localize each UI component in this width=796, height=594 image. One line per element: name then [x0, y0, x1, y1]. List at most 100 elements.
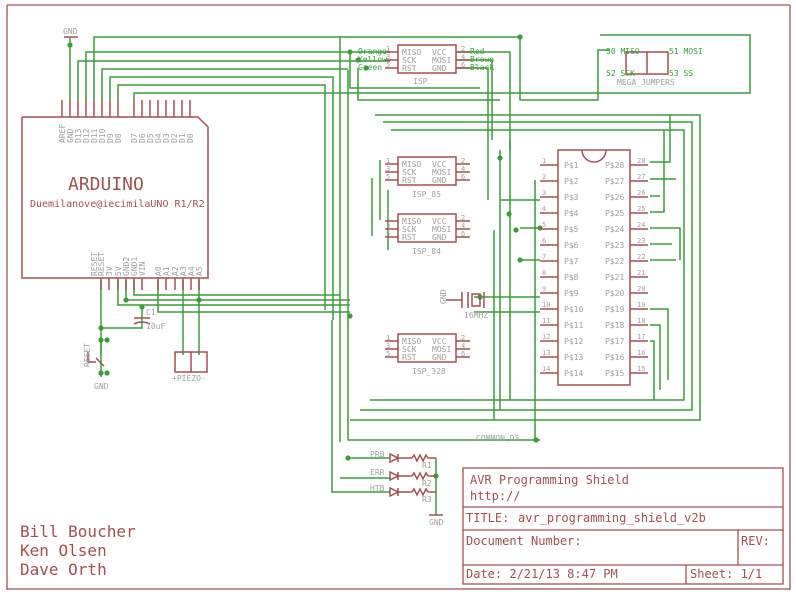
arduino-pin-label: D13	[74, 128, 83, 143]
reset-button[interactable]: RESET GND	[83, 343, 109, 391]
socket-pin-num: 3	[386, 222, 390, 230]
arduino-pin-label: D8	[114, 133, 123, 143]
isp-wire-color: Green	[358, 63, 382, 72]
dip-pin-label: P$9	[564, 289, 579, 298]
dip-pin-label: P$14	[564, 369, 583, 378]
isp-wire-color: Yellow	[358, 55, 387, 64]
dip-pin-num: 2	[542, 173, 546, 181]
socket-pin-num: 1	[386, 214, 390, 222]
isp-pin-label: MISO	[402, 48, 421, 57]
isp-wire-color: Orange	[358, 47, 387, 56]
junction-dot	[517, 34, 523, 40]
socket-pin-label: VCC	[432, 217, 447, 226]
junction-dot	[345, 455, 351, 461]
cap-name: C1	[146, 308, 156, 317]
socket-pin-label: RST	[402, 353, 417, 362]
isp-wire-color: Black	[470, 63, 494, 72]
socket-pin-num: 2	[461, 157, 465, 165]
dip-pin-num: 28	[637, 157, 645, 165]
jumper-label-50: 50 MISO	[606, 47, 640, 56]
dip-pin-label: P$16	[605, 353, 624, 362]
dip-pin-label: P$8	[564, 273, 579, 282]
dip-pin-label: P$5	[564, 225, 579, 234]
socket-pin-label: RST	[402, 176, 417, 185]
crystal-label: 16MHZ	[464, 311, 488, 320]
dip-pin-num: 5	[542, 221, 546, 229]
author-2: Ken Olsen	[20, 541, 107, 560]
dip-pin-label: P$6	[564, 241, 579, 250]
arduino-pin-label: AREF	[58, 124, 67, 143]
dip-pin-label: P$20	[605, 289, 624, 298]
junction-dot	[104, 337, 110, 343]
crystal[interactable]: GND 16MHZ	[439, 289, 488, 320]
jumper-label-52: 52 SCK	[606, 69, 635, 78]
socket-pin-num: 5	[386, 350, 390, 358]
dip-pin-num: 1	[542, 157, 546, 165]
arduino-pin-label: D1	[178, 133, 187, 143]
document-number: Document Number:	[466, 534, 582, 548]
socket-pin-label: GND	[432, 176, 447, 185]
revision: REV:	[741, 534, 770, 548]
common-d3-label: COMMON_D3	[476, 434, 520, 443]
arduino-pin-label: RESET	[90, 252, 99, 276]
cap-value: 10uF	[146, 322, 165, 331]
junction-dot	[98, 370, 104, 376]
socket-pin-label: MISO	[402, 337, 421, 346]
arduino-pin-label: D5	[146, 133, 155, 143]
arduino-pin-label: D11	[90, 128, 99, 143]
dip-pin-label: P$4	[564, 209, 579, 218]
arduino-subtitle: Duemilanove@iecimilaUNO R1/R2	[30, 199, 205, 210]
led-label: HTB	[370, 484, 385, 493]
arduino-pin-label: GND1	[130, 257, 139, 276]
dip-pin-num: 18	[637, 317, 645, 325]
isp-pin-label: VCC	[432, 48, 447, 57]
junction-dot	[533, 437, 539, 443]
isp-pin-num: 5	[386, 61, 390, 69]
socket-pin-num: 6	[461, 350, 465, 358]
mega-jumpers[interactable]: 50 MISO 51 MOSI 52 SCK 53 SS MEGA_JUMPER…	[606, 47, 703, 87]
dip-pin-label: P$24	[605, 225, 624, 234]
socket-pin-num: 1	[386, 157, 390, 165]
piezo-label: +PIEZO-	[172, 374, 206, 383]
isp-wire-color: Brown	[470, 55, 494, 64]
arduino-pin-label: GND	[66, 128, 75, 143]
arduino-pin-label: D4	[154, 133, 163, 143]
arduino-pin-label: 3V	[105, 266, 114, 276]
title-label: TITLE:	[466, 511, 509, 525]
isp-pin-num: 6	[461, 61, 465, 69]
junction-dot	[139, 304, 145, 310]
arduino-pin-label: A5	[195, 266, 204, 276]
arduino-pin-label: 5V	[114, 266, 123, 276]
dip-pin-label: P$10	[564, 305, 583, 314]
project-url: http://	[470, 489, 521, 503]
arduino-pin-label: D9	[106, 133, 115, 143]
dip-pin-num: 9	[542, 285, 546, 293]
capacitor-c1[interactable]: C1 10uF	[133, 308, 165, 331]
dip-pin-num: 10	[542, 301, 550, 309]
socket-pin-label: MOSI	[432, 225, 451, 234]
isp-pin-num: 4	[461, 53, 465, 61]
socket-pin-label: RST	[402, 233, 417, 242]
junction-dot	[355, 57, 361, 63]
dip-pin-num: 11	[542, 317, 550, 325]
dip-pin-label: P$11	[564, 321, 583, 330]
dip-pin-num: 8	[542, 269, 546, 277]
dip-pin-num: 7	[542, 253, 546, 261]
dip-pin-num: 26	[637, 189, 645, 197]
socket-pin-label: MOSI	[432, 168, 451, 177]
jumper-label-51: 51 MOSI	[669, 47, 703, 56]
isp-label: ISP	[413, 77, 428, 86]
piezo[interactable]: +PIEZO-	[172, 351, 208, 383]
